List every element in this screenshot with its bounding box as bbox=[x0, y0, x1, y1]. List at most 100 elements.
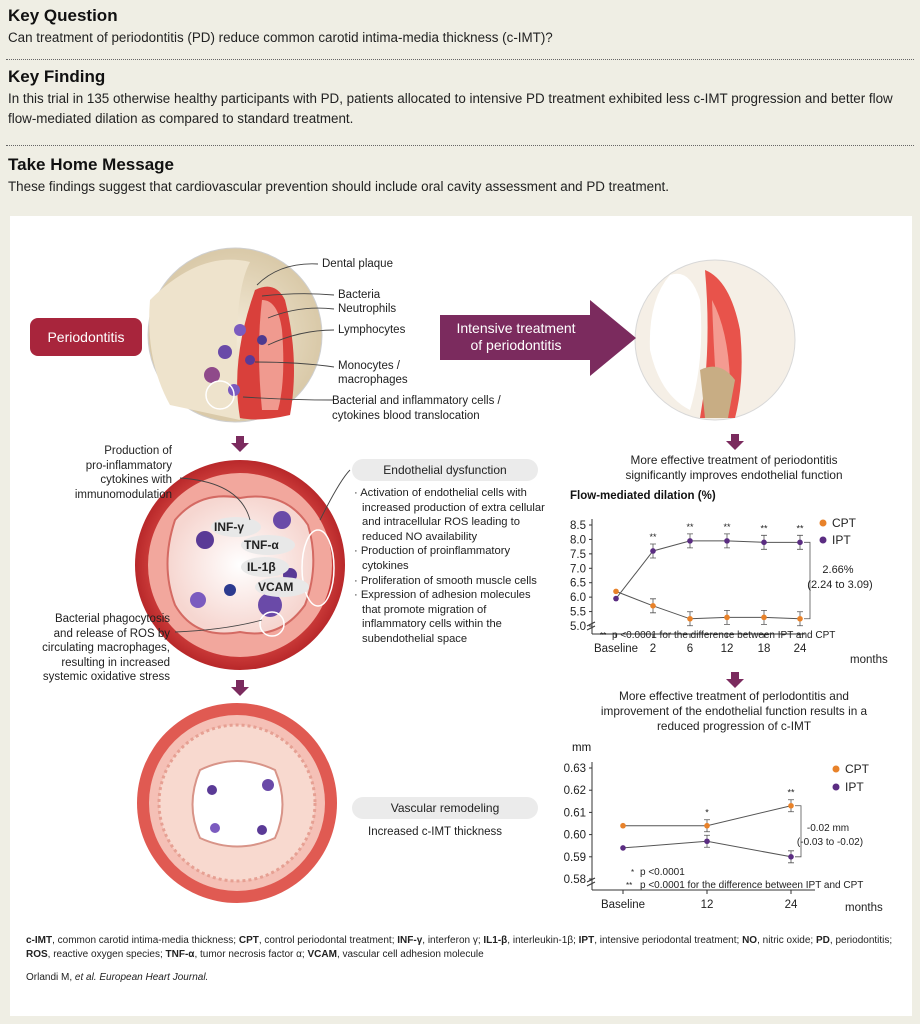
take-home-section: Take Home Message These findings suggest… bbox=[0, 155, 920, 197]
x-tick-label: Baseline bbox=[601, 899, 645, 911]
endothelial-badge bbox=[352, 459, 538, 481]
significance-marker: ** bbox=[649, 532, 657, 542]
divider bbox=[6, 59, 914, 60]
key-question-section: Key Question Can treatment of periodonti… bbox=[0, 6, 920, 48]
key-finding-text: In this trial in 135 otherwise healthy p… bbox=[8, 91, 893, 126]
endothelial-bullet: · Activation of endothelial cells with i… bbox=[354, 487, 545, 543]
abbreviation-def: , vascular cell adhesion molecule bbox=[336, 949, 484, 960]
endothelial-bullet: · Production of proinflammatory cytokine… bbox=[354, 545, 511, 572]
label-translocation-1: Bacterial and inflammatory cells / bbox=[332, 395, 501, 407]
treatment-arrow-line-1: Intensive treatment bbox=[456, 320, 576, 336]
abbreviation-def: , nitric oxide; bbox=[757, 935, 816, 946]
fmd-footnote: p <0.0001 for the difference between IPT… bbox=[612, 630, 835, 641]
imt-footnote-2-marker: ** bbox=[626, 881, 632, 890]
treatment-arrow-line-2: of periodontitis bbox=[470, 337, 562, 353]
y-tick-label: 5.5 bbox=[570, 607, 586, 619]
data-point-ipt bbox=[797, 539, 803, 546]
y-tick-label: 0.62 bbox=[564, 785, 586, 797]
periodontitis-badge bbox=[30, 318, 142, 356]
significance-marker: ** bbox=[760, 523, 768, 533]
phago-line-4: resulting in increased bbox=[61, 656, 170, 669]
abbreviation-def: , interferon γ; bbox=[422, 935, 484, 946]
cytokine-vcam: VCAM bbox=[258, 580, 294, 594]
fmd-chart: Flow-mediated dilation (%) 5.0 5.5 6.0 6.5 7… bbox=[570, 490, 888, 666]
remodel-text: Increased c-IMT thickness bbox=[368, 826, 503, 838]
endothelial-title: Endothelial dysfunction bbox=[383, 463, 507, 477]
data-point-cpt bbox=[704, 822, 710, 829]
imt-legend: CPT IPT bbox=[832, 762, 870, 794]
take-home-title: Take Home Message bbox=[8, 155, 174, 174]
data-point-ipt bbox=[724, 538, 730, 544]
remodel-title: Vascular remodeling bbox=[390, 801, 500, 815]
x-tick-label: Baseline bbox=[594, 643, 638, 655]
abbreviation-term: NO bbox=[742, 935, 758, 946]
abbreviation-term: PD bbox=[816, 935, 830, 946]
endothelial-bullet: · Expression of adhesion molecules that … bbox=[354, 589, 531, 645]
imt-xlabel: months bbox=[845, 902, 883, 914]
axis-break bbox=[586, 877, 596, 887]
significance-marker: * bbox=[705, 808, 709, 818]
key-question-text: Can treatment of periodontitis (PD) redu… bbox=[8, 30, 553, 45]
legend-cpt-label: CPT bbox=[832, 516, 857, 530]
data-point-ipt bbox=[704, 838, 710, 845]
imt-difference-1: -0.02 mm bbox=[807, 823, 849, 834]
imt-caption: More effective treatment of perlodontiti… bbox=[560, 689, 908, 734]
label-monocytes: Monocytes / bbox=[338, 360, 400, 372]
imt-caption-line-2: improvement of the endothelial function … bbox=[600, 704, 868, 718]
y-tick-label: 7.0 bbox=[570, 563, 586, 575]
fmd-difference-2: (2.24 to 3.09) bbox=[807, 579, 872, 591]
difference-bracket bbox=[804, 541, 811, 620]
data-point-ipt bbox=[761, 539, 767, 546]
legend-ipt-label: IPT bbox=[845, 780, 864, 794]
abbreviation-def: , common carotid intima-media thickness; bbox=[52, 935, 239, 946]
y-tick-label: 6.0 bbox=[570, 592, 586, 604]
y-tick-label: 5.0 bbox=[570, 621, 586, 633]
data-point-cpt bbox=[650, 603, 656, 609]
label-lymphocytes: Lymphocytes bbox=[338, 324, 406, 336]
series-line-ipt bbox=[615, 540, 800, 599]
phago-line-1: Bacterial phagocytosis bbox=[54, 613, 170, 625]
abbreviation-term: INF-γ bbox=[397, 935, 423, 946]
healthy-tooth-illustration bbox=[634, 259, 796, 421]
abbreviation-def: , intensive periodontal treatment; bbox=[594, 935, 743, 946]
x-tick-label: 2 bbox=[650, 643, 656, 655]
data-point-ipt bbox=[613, 595, 619, 602]
significance-marker: ** bbox=[723, 522, 731, 532]
abbreviation-term: TNF-α bbox=[165, 949, 195, 960]
phago-line-3: circulating macrophages, bbox=[42, 642, 170, 655]
production-line-3: cytokines with bbox=[100, 474, 172, 487]
key-finding-title: Key Finding bbox=[8, 67, 106, 86]
legend-cpt-marker bbox=[819, 519, 827, 527]
key-question-title: Key Question bbox=[8, 6, 118, 25]
legend-ipt-marker bbox=[819, 536, 827, 544]
x-tick-label: 24 bbox=[785, 899, 798, 911]
imt-caption-line-3: reduced progression of c-IMT bbox=[656, 719, 812, 733]
data-point-ipt bbox=[687, 538, 693, 544]
y-tick-label: 0.63 bbox=[564, 763, 586, 775]
abbreviation-def: , control periodontal treatment; bbox=[258, 935, 398, 946]
abbreviation-term: VCAM bbox=[307, 949, 337, 960]
take-home-text: These findings suggest that cardiovascul… bbox=[8, 179, 669, 194]
x-tick-label: 18 bbox=[758, 643, 771, 655]
abbreviations: c-IMT, common carotid intima-media thick… bbox=[26, 934, 896, 962]
fmd-caption-line-1: More effective treatment of periodontiti… bbox=[630, 453, 838, 467]
fmd-caption: More effective treatment of periodontiti… bbox=[566, 453, 902, 483]
abbreviation-def: , interleukin-1β; bbox=[507, 935, 579, 946]
imt-ylabel: mm bbox=[572, 742, 591, 754]
abbreviation-term: c-IMT bbox=[26, 935, 53, 946]
label-translocation-2: cytokines blood translocation bbox=[332, 410, 480, 422]
y-tick-label: 0.58 bbox=[564, 874, 586, 886]
data-point-cpt bbox=[687, 615, 693, 622]
fmd-caption-line-2: significantly improves endothelial funct… bbox=[625, 468, 843, 482]
down-arrows bbox=[231, 434, 744, 696]
significance-marker: ** bbox=[796, 523, 804, 533]
label-dental-plaque: Dental plaque bbox=[322, 258, 393, 270]
abbreviation-def: , periodontitis; bbox=[829, 935, 893, 946]
fmd-chart-title: Flow-mediated dilation (%) bbox=[570, 490, 716, 502]
data-point-cpt bbox=[788, 802, 794, 809]
cytokine-il1: IL-1β bbox=[247, 560, 276, 574]
abbreviation-term: CPT bbox=[238, 935, 259, 946]
y-tick-label: 6.5 bbox=[570, 578, 586, 590]
